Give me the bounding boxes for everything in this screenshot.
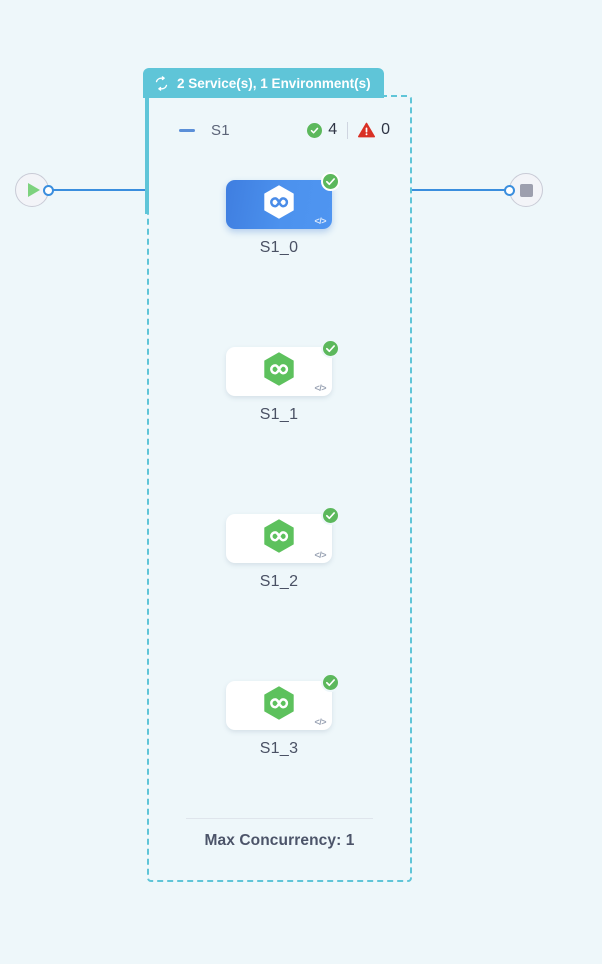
code-brackets-icon: </> [314,216,326,226]
node-label: S1_3 [259,740,299,757]
hexagon-infinity-icon [262,184,296,225]
play-icon [28,183,40,197]
node-card[interactable]: </> [226,673,340,730]
hexagon-infinity-icon [262,685,296,726]
minus-icon[interactable] [179,128,195,132]
code-brackets-icon: </> [314,717,326,727]
stage-header-row: S1 4 0 [147,112,412,148]
check-circle-icon [321,172,340,191]
group-header-tab[interactable]: 2 Service(s), 1 Environment(s) [143,68,384,98]
node-label: S1_2 [259,573,299,590]
node-s1-1[interactable]: </> S1_1 [226,339,340,423]
group-left-edge-accent [145,95,149,214]
stop-icon [519,183,533,197]
node-label: S1_1 [259,406,299,423]
check-circle-icon [321,339,340,358]
end-node-connector-dot[interactable] [504,185,515,196]
warning-triangle-icon [358,122,376,138]
connector-line-right [411,189,505,191]
max-concurrency-label: Max Concurrency: 1 [204,832,355,849]
node-card[interactable]: </> [226,172,340,229]
start-node-connector-dot[interactable] [43,185,54,196]
success-count-group: 4 [307,121,337,139]
warning-count-group: 0 [358,121,390,139]
warning-count-value: 0 [381,121,390,138]
check-circle-icon [307,122,323,138]
success-count-value: 4 [328,121,338,138]
check-circle-icon [321,506,340,525]
cycle-refresh-icon [154,75,169,91]
node-card[interactable]: </> [226,506,340,563]
node-card[interactable]: </> [226,339,340,396]
stage-name-label: S1 [211,121,230,139]
stage-status-counts: 4 0 [307,121,390,139]
footer-divider [186,818,373,819]
hexagon-infinity-icon [262,518,296,559]
code-brackets-icon: </> [314,550,326,560]
code-brackets-icon: </> [314,383,326,393]
node-s1-2[interactable]: </> S1_2 [226,506,340,590]
node-label: S1_0 [259,239,299,256]
count-separator [347,121,349,139]
node-s1-3[interactable]: </> S1_3 [226,673,340,757]
connector-line-left [53,189,147,191]
node-s1-0[interactable]: </> S1_0 [226,172,340,256]
group-header-label: 2 Service(s), 1 Environment(s) [177,75,371,91]
hexagon-infinity-icon [262,351,296,392]
check-circle-icon [321,673,340,692]
